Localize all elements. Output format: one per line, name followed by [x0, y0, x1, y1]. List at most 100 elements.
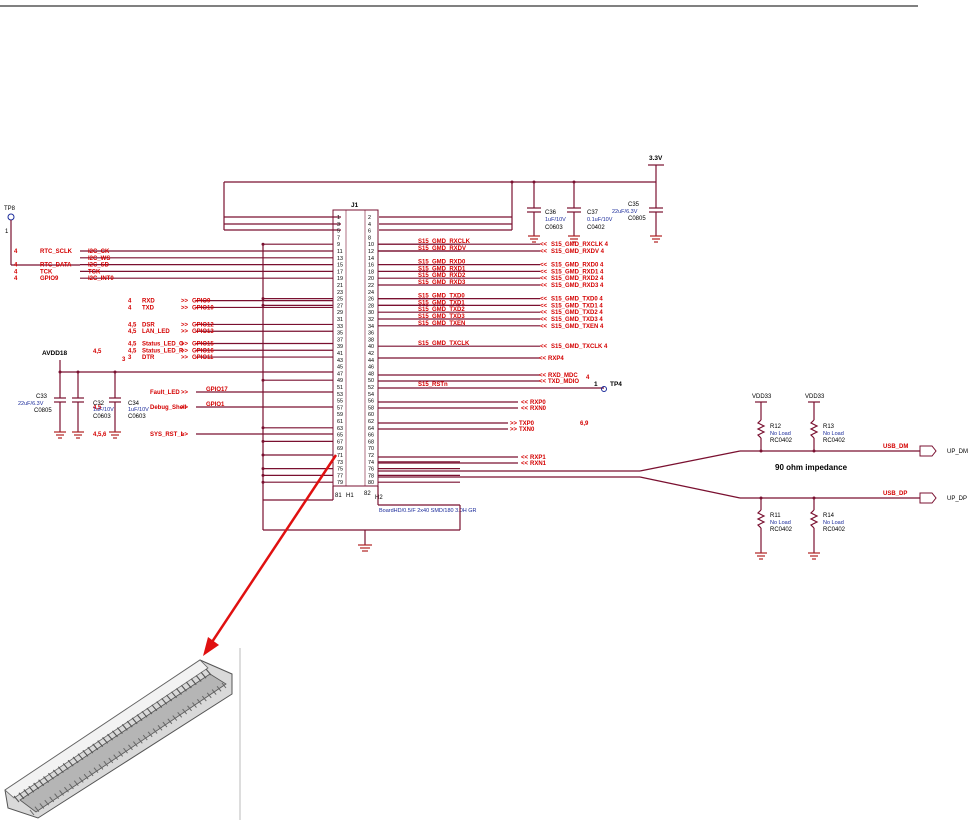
pin-number: 21: [337, 283, 343, 289]
net-sheet: 3: [128, 355, 132, 361]
connector-pin-tooth: [205, 668, 212, 676]
pin-number: 79: [337, 480, 343, 486]
usb-dp-net: USB_DP: [883, 491, 907, 497]
pin-label: I2C_SD: [88, 263, 110, 269]
net-inner-label: S15_GMD_TXD3: [418, 314, 465, 320]
net-name: RTC_DATA: [40, 263, 72, 269]
net-sheet: 4: [14, 263, 18, 269]
res-r11-value: No Load: [770, 520, 791, 526]
pin-number: 30: [368, 310, 374, 316]
cap-c36-pkg: C0603: [545, 225, 563, 231]
cap-bank-top: C36 1uF/10V C0603 C37 0.1uF/10V C0402 C3…: [527, 182, 663, 243]
pin-label: GPIO16: [192, 348, 214, 354]
net-rxn1: RXN1: [530, 461, 547, 467]
res-r11-pkg: RC0402: [770, 527, 793, 533]
connector-pin-tooth: [107, 733, 113, 741]
connector-pin-tooth: [131, 717, 138, 725]
pin-number: 57: [337, 405, 343, 411]
tp4-label: TP4: [610, 381, 622, 388]
connector-pin-tooth: [34, 806, 40, 813]
pin-label: GPIO13: [192, 329, 214, 335]
off-page-arrow: <<: [521, 461, 529, 467]
off-page-arrow: >>: [181, 341, 189, 347]
net-rxp0: RXP0: [530, 400, 546, 406]
net-inner-label: S15_GMD_TXD0: [418, 294, 465, 300]
net-outer-label: S15_GMD_TXD0 4: [551, 297, 603, 303]
net-inner-label: S15_GMD_RXD2: [418, 273, 466, 279]
pin-number: 74: [368, 460, 374, 466]
pin-number: 80: [368, 480, 374, 486]
net-inner-label: S15_GMD_TXCLK: [418, 341, 470, 347]
res-r13-value: No Load: [823, 431, 844, 437]
pin-number: 55: [337, 399, 343, 405]
pin-number: 69: [337, 446, 343, 452]
connector-pin-tooth: [152, 728, 158, 734]
pin-number: 48: [368, 371, 374, 377]
usb-dm-net: USB_DM: [883, 444, 908, 450]
connector-pin-tooth: [49, 796, 55, 803]
pin-number: 6: [368, 229, 371, 235]
net-name: RXD: [142, 299, 155, 305]
off-page-arrow: <<: [521, 400, 529, 406]
pin-number: 18: [368, 269, 374, 275]
connector-pin-tooth: [97, 740, 104, 747]
net-name: Fault_LED: [150, 390, 180, 396]
cap-c36-value: 1uF/10V: [545, 217, 566, 223]
pin-number: 20: [368, 276, 374, 282]
off-page-arrow: <<: [540, 263, 548, 269]
pin-number: 26: [368, 297, 374, 303]
cap-c33-pkg: C0805: [34, 408, 52, 414]
net-sheet: 4,5: [93, 405, 102, 411]
vdd33-a-label: VDD33: [752, 394, 772, 400]
junction-dot: [261, 439, 265, 443]
connector-pin-tooth: [59, 790, 64, 796]
tp8-label: TP8: [4, 206, 16, 212]
pin-number: 40: [368, 344, 374, 350]
off-page-arrow: >>: [510, 421, 518, 427]
off-page-arrow: <<: [540, 269, 548, 275]
connector-pin-tooth: [136, 714, 143, 721]
connector-pin-tooth: [39, 803, 45, 809]
off-page-arrow: >>: [181, 329, 189, 335]
pin-number: 28: [368, 303, 374, 309]
connector-pin-tooth: [142, 734, 148, 741]
net-rst: S15_RSTn: [418, 382, 448, 388]
pin-number: 1: [337, 215, 340, 221]
pin-number: 67: [337, 439, 343, 445]
off-page-arrow: >>: [181, 355, 189, 361]
res-r12-ref: R12: [770, 424, 782, 430]
pin-number: 75: [337, 467, 343, 473]
pin-label: GPIO9: [192, 299, 211, 305]
cap-c34-ref: C34: [128, 401, 140, 407]
net-outer-label: S15_GMD_TXD2 4: [551, 310, 603, 316]
net-inner-label: S15_GMD_TXD1: [418, 300, 465, 306]
connector-pin-tooth: [93, 767, 99, 773]
connector-pin-tooth: [28, 785, 35, 793]
port-dp: UP_DP: [947, 496, 967, 502]
pin-label: I2C_CK: [88, 249, 110, 255]
pin-number: 47: [337, 371, 343, 377]
net-sheet: 4,5: [128, 322, 137, 328]
net-name: DTR: [142, 355, 155, 361]
connector-pin-tooth: [126, 720, 133, 728]
off-page-arrow: <<: [540, 303, 548, 309]
pin-number: 72: [368, 453, 374, 459]
net-outer-label: S15_GMD_TXD3 4: [551, 317, 603, 323]
connector-pin-tooth: [121, 724, 128, 731]
connector-pin-tooth: [52, 769, 59, 777]
pin-label: TCK: [88, 269, 101, 275]
pin-number: 66: [368, 433, 374, 439]
off-page-arrow: <<: [521, 406, 529, 412]
cap-c32-pkg: C0603: [93, 414, 111, 420]
net-mdio: TXD_MDIO: [548, 379, 579, 385]
tp8-pin: 1: [5, 229, 9, 235]
pin-number: 77: [337, 473, 343, 479]
pin-number: 39: [337, 344, 343, 350]
connector-pin-tooth: [180, 684, 187, 692]
connector-pin-tooth: [161, 697, 168, 705]
res-r13-ref: R13: [823, 424, 835, 430]
connector-pin-tooth: [216, 685, 222, 692]
avdd-label: AVDD18: [42, 350, 68, 357]
pin-number: 15: [337, 263, 343, 269]
